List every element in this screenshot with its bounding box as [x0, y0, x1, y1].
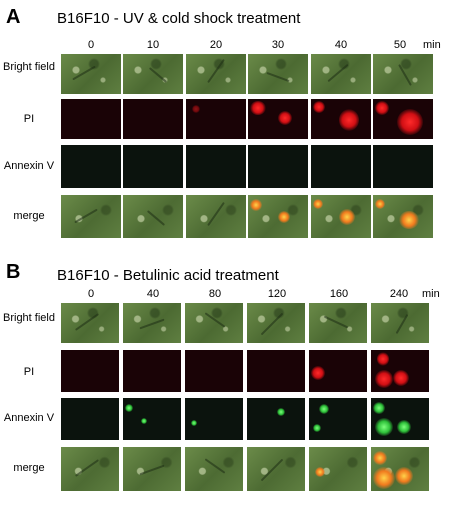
panel-a-letter: A [6, 6, 21, 28]
panel-b-merge-image [123, 447, 181, 491]
panel-a-annexin-v-image [61, 145, 121, 188]
panel-b-pi-image [309, 350, 367, 392]
panel-b-row-label-annexin-v: Annexin V [3, 412, 55, 424]
panel-a-title: B16F10 - UV & cold shock treatment [57, 10, 301, 27]
panel-b-time-3: 120 [267, 288, 287, 300]
panel-b-annexin-v-image [309, 398, 367, 440]
panel-b-pi-image [61, 350, 119, 392]
panel-a-time-1: 10 [146, 39, 160, 51]
panel-a-time-0: 0 [87, 39, 95, 51]
panel-b-time-1: 40 [146, 288, 160, 300]
panel-b-bright-field-image [371, 303, 429, 343]
panel-a-pi-image [123, 99, 183, 139]
panel-b-merge-image [371, 447, 429, 491]
panel-a-time-3: 30 [271, 39, 285, 51]
panel-a-merge-image [123, 195, 183, 238]
panel-a-pi-image [61, 99, 121, 139]
panel-b-time-4: 160 [329, 288, 349, 300]
panel-b: B B16F10 - Betulinic acid treatment 0 40… [0, 255, 450, 509]
panel-a-time-2: 20 [209, 39, 223, 51]
panel-b-annexin-v-image [185, 398, 243, 440]
panel-b-bright-field-image [309, 303, 367, 343]
panel-b-time-0: 0 [87, 288, 95, 300]
panel-b-merge-image [185, 447, 243, 491]
panel-b-annexin-v-image [123, 398, 181, 440]
panel-a-annexin-v-image [248, 145, 308, 188]
panel-a-pi-image [311, 99, 371, 139]
panel-a-annexin-v-image [123, 145, 183, 188]
panel-a-bright-field-image [373, 54, 433, 94]
panel-a-pi-image [186, 99, 246, 139]
panel-b-time-5: 240 [389, 288, 409, 300]
panel-a-row-label-pi: PI [23, 113, 35, 125]
panel-b-bright-field-image [185, 303, 243, 343]
panel-a-unit: min [423, 39, 441, 51]
panel-a-merge-image [373, 195, 433, 238]
panel-b-pi-image [247, 350, 305, 392]
panel-a-bright-field-image [61, 54, 121, 94]
panel-b-unit: min [422, 288, 440, 300]
panel-a-merge-image [311, 195, 371, 238]
panel-a-pi-image [248, 99, 308, 139]
panel-a-time-5: 50 [393, 39, 407, 51]
panel-a: A B16F10 - UV & cold shock treatment 0 1… [0, 0, 450, 250]
panel-a-bright-field-image [186, 54, 246, 94]
panel-a-annexin-v-image [373, 145, 433, 188]
panel-a-merge-image [248, 195, 308, 238]
panel-a-row-label-bright-field: Bright field [3, 61, 55, 73]
panel-b-row-label-merge: merge [13, 462, 45, 474]
panel-b-annexin-v-image [61, 398, 119, 440]
panel-b-time-2: 80 [208, 288, 222, 300]
panel-a-merge-image [186, 195, 246, 238]
panel-b-annexin-v-image [247, 398, 305, 440]
panel-b-bright-field-image [123, 303, 181, 343]
panel-b-pi-image [371, 350, 429, 392]
panel-b-pi-image [123, 350, 181, 392]
panel-a-annexin-v-image [186, 145, 246, 188]
panel-a-bright-field-image [311, 54, 371, 94]
panel-a-bright-field-image [123, 54, 183, 94]
panel-b-letter: B [6, 261, 21, 283]
panel-b-bright-field-image [247, 303, 305, 343]
panel-a-pi-image [373, 99, 433, 139]
panel-b-row-label-bright-field: Bright field [3, 312, 55, 324]
panel-b-merge-image [247, 447, 305, 491]
panel-b-annexin-v-image [371, 398, 429, 440]
panel-b-row-label-pi: PI [23, 366, 35, 378]
panel-b-merge-image [61, 447, 119, 491]
panel-a-bright-field-image [248, 54, 308, 94]
panel-b-merge-image [309, 447, 367, 491]
panel-b-pi-image [185, 350, 243, 392]
panel-a-merge-image [61, 195, 121, 238]
panel-a-time-4: 40 [334, 39, 348, 51]
panel-b-bright-field-image [61, 303, 119, 343]
panel-b-title: B16F10 - Betulinic acid treatment [57, 267, 279, 284]
panel-a-annexin-v-image [311, 145, 371, 188]
panel-a-row-label-annexin-v: Annexin V [3, 160, 55, 172]
panel-a-row-label-merge: merge [13, 210, 45, 222]
